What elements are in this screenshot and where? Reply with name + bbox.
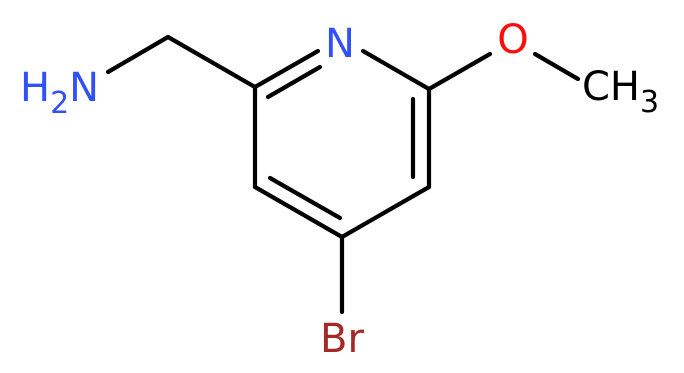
bond-c6-o	[426, 51, 493, 92]
bond-ch2-nh2	[105, 34, 171, 75]
bond-n1-c6	[360, 48, 432, 92]
amine-subscript: 2	[50, 86, 69, 121]
methyl-label: CH3	[582, 64, 659, 120]
ring-nitrogen-label: N	[325, 21, 355, 67]
bond-c4-c3	[252, 184, 345, 240]
bond-c5-c4	[339, 184, 432, 240]
bromine-label: Br	[320, 316, 364, 362]
amine-n: N	[69, 65, 99, 111]
amine-label: H2N	[20, 65, 99, 121]
bonds	[105, 34, 581, 315]
atom-labels: H2N N O CH3 Br	[20, 17, 659, 362]
bond-o-ch3	[532, 51, 581, 82]
bond-c2-n1-inner	[265, 64, 323, 100]
methyl-subscript: 3	[640, 85, 659, 120]
methyl-ch: CH	[582, 64, 640, 110]
bond-ch2-c2	[165, 34, 258, 90]
bond-c2-n1	[252, 48, 321, 90]
amine-h: H	[20, 65, 50, 111]
bond-c4-c3-inner	[267, 175, 343, 221]
oxygen-label: O	[497, 17, 528, 63]
